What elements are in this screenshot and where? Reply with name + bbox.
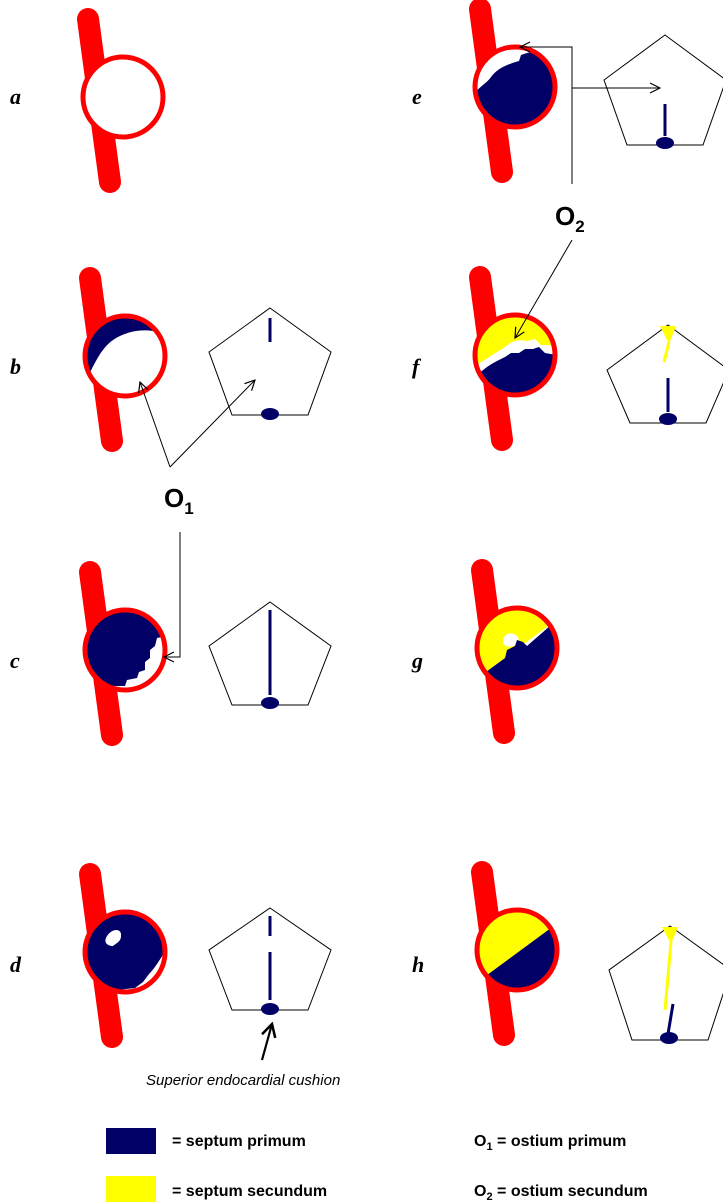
panel-letter-g: g: [411, 648, 423, 673]
legend-swatch-septum-secundum: [106, 1176, 156, 1202]
endocardial-cushion-c: [261, 697, 279, 709]
septum-primum-b: [87, 318, 163, 386]
ostium-primum-label: O1: [164, 483, 194, 518]
septum-primum-h: [479, 922, 555, 988]
endocardial-cushion-f: [659, 413, 677, 425]
septum-primum-d: [87, 914, 163, 990]
septum-secundum-wedge-f: [660, 326, 676, 344]
panel-letter-f: f: [412, 354, 422, 379]
septum-primum-line-h: [666, 1003, 675, 1035]
panel-letter-d: d: [10, 952, 22, 977]
o2-arrow-to-atrium-e: [520, 47, 573, 184]
section-panel-c: [208, 601, 332, 709]
oval-opening-g: [503, 633, 519, 647]
panel-letter-b: b: [10, 354, 21, 379]
o2-arrow-to-atrium-f: [515, 239, 573, 338]
legend-swatch-septum-primum: [106, 1128, 156, 1154]
legend: = septum primum = septum secundum O1 = o…: [106, 1128, 648, 1203]
endocardial-cushion-d: [261, 1003, 279, 1015]
septum-secundum-line-f: [662, 341, 671, 363]
section-panel-e: [603, 34, 723, 149]
septum-primum-f: [477, 347, 553, 393]
o1-arrow-to-atrium-c: [164, 532, 181, 657]
endocardial-cushion-e: [656, 137, 674, 149]
endocardial-cushion-h: [660, 1032, 678, 1044]
septum-primum-c: [87, 612, 163, 688]
septum-secundum-wedge-h: [662, 927, 678, 944]
septum-secundum-line-h: [663, 941, 673, 1011]
o1-arrow-to-section-b: [169, 380, 255, 468]
panel-letter-a: a: [10, 84, 21, 109]
atrium-panel-b: [83, 278, 167, 441]
pentagon-f: [606, 324, 723, 424]
atrium-a: [85, 59, 161, 135]
cushion-arrow: [260, 1024, 272, 1061]
septum-primum-e: [477, 51, 553, 125]
septum-primum-g: [479, 618, 555, 686]
legend-label-septum-primum: = septum primum: [172, 1133, 306, 1150]
atrium-panel-a: [83, 19, 163, 182]
section-panel-f: [606, 324, 723, 425]
atrium-panel-f: [473, 277, 557, 440]
panel-letter-c: c: [10, 648, 20, 673]
panel-letter-e: e: [412, 84, 422, 109]
section-panel-d: [208, 907, 332, 1015]
atrium-panel-d: [83, 874, 167, 1037]
legend-label-ostium-secundum: O2 = ostium secundum: [474, 1183, 648, 1203]
atrium-panel-c: [83, 572, 167, 735]
atrium-panel-e: [473, 9, 557, 172]
o1-arrow-to-atrium-b: [140, 382, 171, 468]
section-panel-h: [608, 925, 723, 1044]
legend-label-ostium-primum: O1 = ostium primum: [474, 1133, 626, 1153]
ostium-secundum-label: O2: [555, 201, 585, 236]
legend-label-septum-secundum: = septum secundum: [172, 1183, 327, 1200]
atrium-panel-g: [475, 570, 559, 733]
cushion-caption: Superior endocardial cushion: [146, 1072, 340, 1089]
endocardial-cushion-b: [261, 408, 279, 420]
septum-secundum-h: [479, 912, 555, 984]
panel-letter-h: h: [412, 952, 424, 977]
ostium-secundum-hole-d: [105, 930, 122, 946]
septum-secundum-f: [477, 317, 553, 367]
atrium-panel-h: [475, 872, 559, 1035]
section-panel-b: [208, 307, 332, 420]
